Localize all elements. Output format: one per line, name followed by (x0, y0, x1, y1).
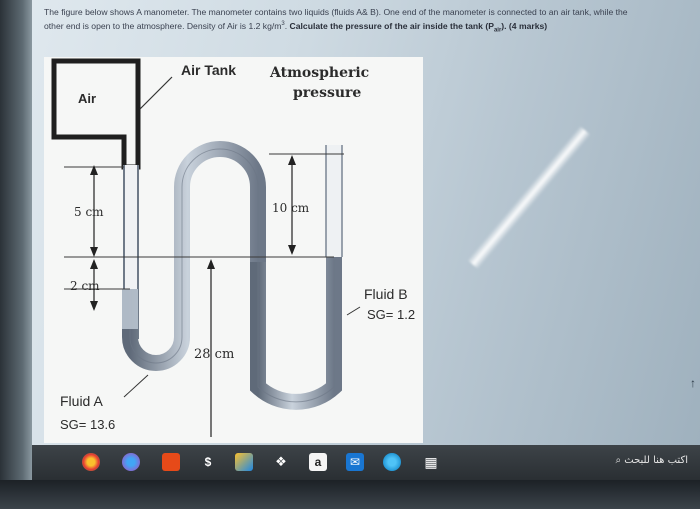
fluid-b-leader (346, 306, 361, 316)
dropbox-icon[interactable]: ❖ (275, 454, 287, 469)
fluid-a-label: Fluid A (60, 393, 103, 409)
dim-10cm-arrow-bottom (288, 245, 296, 255)
dim-5cm-arrow-bottom (90, 247, 98, 257)
fluid-a-tube-edge (129, 148, 259, 364)
fluid-a-leader (123, 374, 149, 398)
office-icon[interactable] (162, 453, 180, 471)
gallery-icon[interactable] (122, 453, 140, 471)
left-tube-air (125, 165, 137, 289)
dim-28cm-arrow-top (207, 259, 215, 269)
question-sub: air (493, 27, 502, 34)
fluid-a-tube (122, 141, 266, 371)
manometer-diagram (51, 58, 361, 437)
pressure-label: pressure (293, 85, 362, 101)
search-icon: ⌕ (615, 455, 622, 466)
arrow-up-icon: ↑ (690, 376, 696, 390)
monitor-bezel-bottom (0, 480, 700, 509)
question-task: Calculate the pressure of the air inside… (289, 20, 494, 31)
fluid-b-label: Fluid B (364, 286, 408, 302)
question-sentence: The figure below shows A manometer. The … (44, 7, 628, 31)
dim-10cm-label: 10 cm (272, 201, 310, 215)
atmospheric-label: Atmospheric (270, 65, 370, 81)
edge-icon[interactable] (383, 453, 401, 471)
photos-icon[interactable] (235, 453, 253, 471)
fluid-a-left-column (122, 289, 138, 329)
calculator-icon[interactable]: ▦ (424, 453, 438, 470)
fluid-b-tube (250, 147, 342, 410)
right-tube-empty (326, 145, 342, 257)
taskbar: $ ❖ a ✉ ▦ اكتب هنا للبحث ⌕ (32, 445, 700, 480)
dim-2cm-arrow-bottom (90, 301, 98, 311)
manometer-figure: Air Air Tank Atmospheric pressure 5 cm 2… (44, 57, 423, 443)
question-marks: ). (4 marks) (501, 20, 548, 31)
taskbar-search[interactable]: اكتب هنا للبحث ⌕ (615, 455, 688, 466)
dim-5cm-arrow-top (90, 165, 98, 175)
question-text: The figure below shows A manometer. The … (44, 6, 644, 37)
air-tank-leader (139, 76, 173, 110)
air-label: Air (78, 91, 97, 106)
question-sup: 3 (281, 21, 285, 27)
fluid-b-tube-edge (257, 147, 335, 403)
screen-glare (467, 125, 591, 270)
fluid-b-sg: SG= 1.2 (367, 307, 416, 322)
air-tank-outline (51, 58, 141, 170)
dim-10cm-arrow-top (288, 155, 296, 165)
amazon-icon[interactable]: a (309, 453, 327, 471)
air-tank-label: Air Tank (181, 62, 236, 78)
monitor-bezel-left (0, 0, 32, 509)
fluid-a-sg: SG= 13.6 (60, 417, 116, 432)
dim-2cm-arrow-top (90, 259, 98, 269)
dim-28cm-label: 28 cm (194, 347, 235, 362)
dim-2cm-label: 2 cm (70, 279, 100, 293)
search-placeholder: اكتب هنا للبحث (624, 455, 688, 466)
steam-icon[interactable]: $ (204, 455, 212, 469)
chrome-icon[interactable] (82, 453, 100, 471)
dim-5cm-label: 5 cm (74, 205, 104, 219)
mail-icon[interactable]: ✉ (346, 453, 364, 471)
question-sentence-end: . (284, 20, 290, 31)
